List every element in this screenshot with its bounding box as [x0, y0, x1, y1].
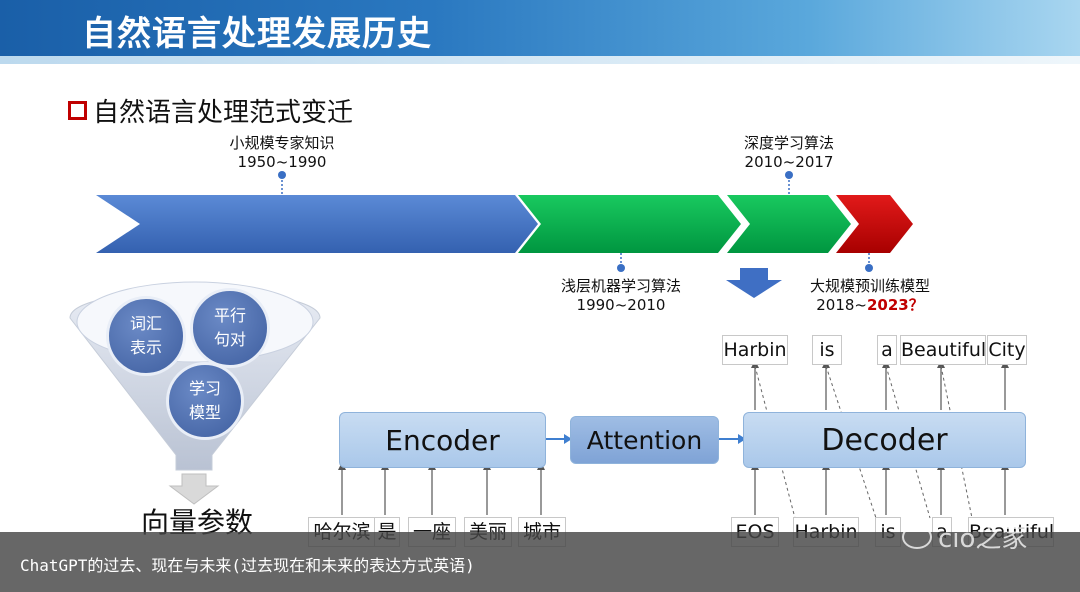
pin-dots: [278, 171, 873, 272]
title-bar: [0, 0, 1080, 64]
output-token: a: [877, 335, 897, 365]
section-heading: 自然语言处理范式变迁: [68, 92, 353, 129]
wechat-icon: [902, 524, 932, 549]
label-name: 深度学习算法: [743, 134, 834, 152]
output-token: Beautiful: [900, 335, 986, 365]
label-years: 2010~2017: [744, 153, 834, 171]
label-shallow-ml: 浅层机器学习算法 1990~2010: [546, 277, 696, 315]
label-name: 浅层机器学习算法: [560, 277, 681, 295]
label-years: 1990~2010: [576, 296, 666, 314]
label-deep-learning: 深度学习算法 2010~2017: [729, 134, 849, 172]
output-token: Harbin: [722, 335, 788, 365]
section-title: 自然语言处理范式变迁: [93, 98, 354, 128]
encoder-block: Encoder: [339, 412, 546, 468]
watermark: cio之家: [902, 518, 1027, 555]
timeline-green-segment-1: [518, 195, 741, 253]
years-highlight: 2023？: [867, 296, 924, 314]
output-token: is: [812, 335, 842, 365]
circle-learning-model: 学习 模型: [166, 362, 244, 440]
label-expert-knowledge: 小规模专家知识 1950~1990: [212, 134, 352, 172]
flow-arrows: [545, 434, 746, 444]
label-name: 大规模预训练模型: [809, 277, 930, 295]
decoder-block: Decoder: [743, 412, 1026, 468]
connector-arrows: [341, 366, 1006, 515]
timeline-blue-segment: [96, 195, 538, 253]
label-years: 2018~2023？: [795, 296, 945, 315]
circle-word-representation: 词汇 表示: [106, 296, 186, 376]
page-title: 自然语言处理发展历史: [82, 14, 432, 54]
title-accent: [0, 56, 1080, 64]
circle-parallel-sentences: 平行 句对: [190, 288, 270, 368]
label-name: 小规模专家知识: [229, 134, 335, 152]
watermark-text: cio之家: [938, 524, 1028, 554]
attention-block: Attention: [570, 416, 719, 464]
square-bullet-icon: [68, 101, 87, 120]
caption-text: ChatGPT的过去、现在与未来(过去现在和未来的表达方式英语): [20, 556, 475, 575]
timeline-red-segment: [836, 195, 913, 253]
down-arrow-icon: [726, 268, 782, 298]
output-token: City: [987, 335, 1027, 365]
years-prefix: 2018~: [816, 296, 867, 314]
label-large-pretrained: 大规模预训练模型 2018~2023？: [795, 277, 945, 315]
timeline-green-segment-2: [727, 195, 851, 253]
label-years: 1950~1990: [237, 153, 327, 171]
caption-bar: ChatGPT的过去、现在与未来(过去现在和未来的表达方式英语) cio之家: [0, 524, 1080, 592]
